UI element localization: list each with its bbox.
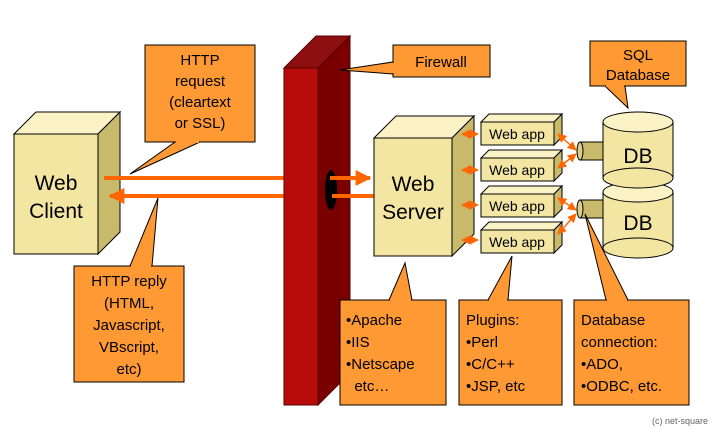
servers-line2: •IIS [346, 334, 370, 351]
http-request-line2: request [175, 73, 226, 90]
http-request-line4: or SSL) [175, 115, 226, 132]
servers-line3: •Netscape [346, 356, 415, 373]
db-label-2: DB [623, 212, 652, 235]
servers-callout: •Apache •IIS •Netscape etc… [339, 261, 447, 406]
database-connector-stub [576, 199, 605, 219]
web-server-label-line1: Web [392, 173, 435, 196]
servers-line4: etc… [346, 378, 389, 395]
firewall-label: Firewall [415, 54, 467, 71]
web-app-label-3: Web app [489, 198, 545, 214]
web-server-label-line2: Server [382, 201, 444, 224]
web-app-node: Web app [479, 112, 564, 147]
plugins-callout: Plugins: •Perl •C/C++ •JSP, etc [458, 255, 563, 406]
http-request-line3: (cleartext [169, 94, 232, 111]
database-cylinder: DB [602, 181, 674, 259]
web-app-label-4: Web app [489, 234, 545, 250]
plugins-line4: •JSP, etc [466, 378, 526, 395]
plugins-line2: •Perl [466, 334, 498, 351]
app-db-connector [557, 213, 577, 235]
db-connection-line2: connection: [581, 334, 658, 351]
web-app-node: Web app [479, 148, 564, 183]
http-reply-line1: HTTP reply [91, 273, 167, 290]
http-reply-line3: Javascript, [93, 317, 165, 334]
sql-database-line2: Database [606, 67, 670, 84]
firewall-callout: Firewall [339, 44, 491, 78]
http-request-line1: HTTP [180, 52, 219, 69]
db-connection-line4: •ODBC, etc. [581, 378, 662, 395]
app-db-connector [557, 133, 577, 151]
sql-database-line1: SQL [623, 47, 653, 64]
http-reply-callout: HTTP reply (HTML, Javascript, VBscript, … [73, 197, 185, 383]
db-connection-line3: •ADO, [581, 356, 623, 373]
db-label-1: DB [623, 145, 652, 168]
http-reply-line2: (HTML, [104, 295, 154, 312]
database-cylinder: DB [602, 111, 674, 189]
app-db-connector [557, 197, 577, 211]
web-server-node: Web Server [372, 114, 476, 258]
servers-line1: •Apache [346, 312, 402, 329]
web-app-node: Web app [479, 184, 564, 219]
plugins-line1: Plugins: [466, 312, 519, 329]
plugins-line3: •C/C++ [466, 356, 515, 373]
web-client-label-line2: Client [29, 200, 83, 223]
db-connection-line1: Database [581, 312, 645, 329]
web-client-label-line1: Web [35, 172, 78, 195]
http-request-callout: HTTP request (cleartext or SSL) [129, 44, 256, 175]
web-app-label-2: Web app [489, 162, 545, 178]
database-connector-stub [576, 141, 605, 161]
web-client-node: Web Client [12, 110, 122, 256]
sql-database-callout: SQL Database [589, 40, 687, 110]
db-connection-callout: Database connection: •ADO, •ODBC, etc. [573, 213, 690, 406]
app-db-connector [557, 153, 577, 169]
http-reply-line5: etc) [116, 361, 141, 378]
http-reply-line4: VBscript, [99, 339, 159, 356]
web-app-node: Web app [479, 220, 564, 255]
copyright-text: (c) net-square [652, 416, 708, 426]
web-app-label-1: Web app [489, 126, 545, 142]
